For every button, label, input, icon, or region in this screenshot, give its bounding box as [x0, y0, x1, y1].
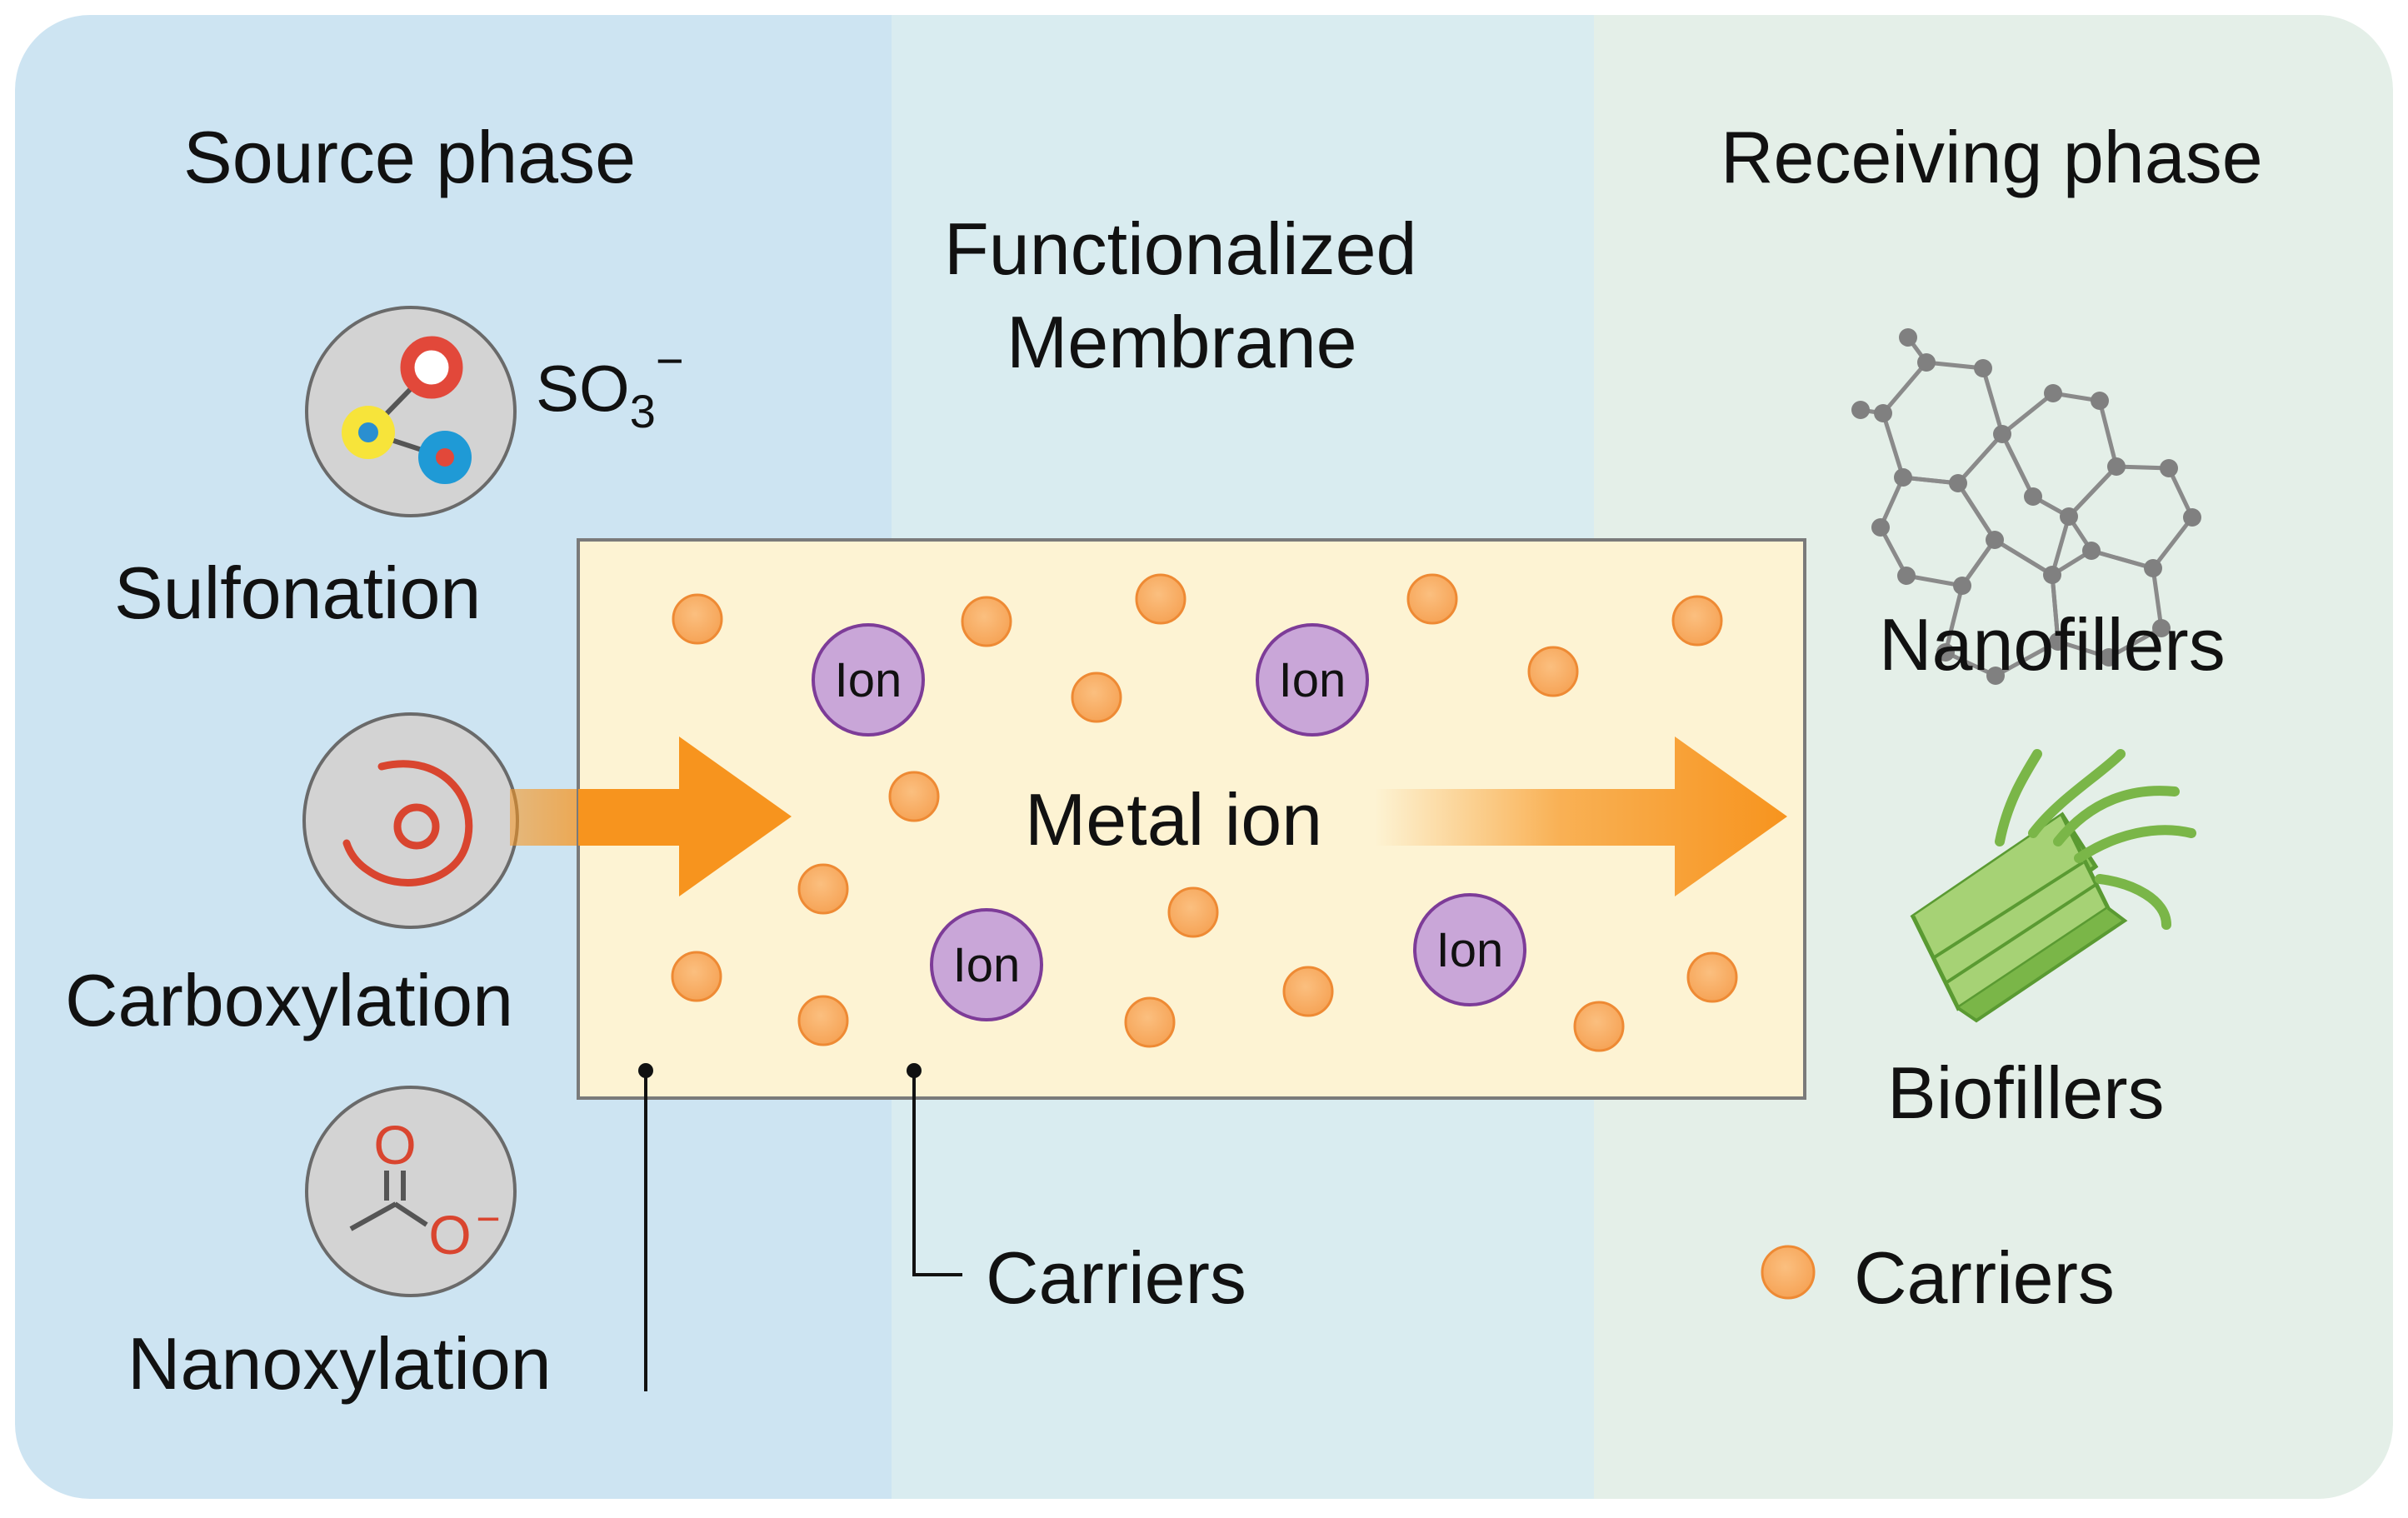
carriers-group: [671, 573, 1738, 1052]
biofillers-label: Biofillers: [1887, 1051, 2165, 1134]
carrier-dot: [671, 951, 722, 1002]
leader-lines: [638, 1063, 962, 1391]
carboxylate-o-minus-label: O: [428, 1204, 471, 1266]
sulfonation-label: Sulfonation: [114, 552, 482, 634]
ion-label: Ion: [1279, 653, 1346, 707]
carrier-dot: [961, 596, 1012, 647]
carrier-dot: [1671, 595, 1723, 647]
carboxylate-charge-label: −: [476, 1196, 500, 1242]
so3-formula-label: SO3−: [536, 334, 684, 437]
so3-formula-base: SO: [536, 352, 630, 425]
carrier-dot: [1124, 996, 1176, 1048]
ion-circle: [1413, 893, 1526, 1006]
carrier-dot: [797, 863, 849, 915]
ion-circle: [1256, 623, 1369, 737]
carrier-dot: [1406, 573, 1458, 625]
carboxylation-label: Carboxylation: [65, 959, 514, 1041]
so3-charge: −: [656, 334, 684, 388]
nanoxylation-icon: [305, 1086, 517, 1297]
legend-carriers-label: Carriers: [1854, 1236, 2115, 1319]
ion-label: Ion: [835, 653, 902, 707]
carrier-dot: [1282, 966, 1334, 1017]
nanofillers-label: Nanofillers: [1879, 603, 2226, 686]
metal-ion-label: Metal ion: [1025, 778, 1323, 861]
ion-label: Ion: [1436, 923, 1504, 977]
source-phase-title: Source phase: [183, 116, 637, 198]
carrier-dot: [797, 995, 849, 1046]
membrane-title-line2: Membrane: [1007, 301, 1357, 383]
right-flow-arrow: [1375, 737, 1787, 896]
carrier-dot: [1527, 646, 1579, 697]
carrier-dot: [1135, 573, 1187, 625]
carrier-dot: [1167, 886, 1219, 938]
carrier-dot: [1573, 1001, 1625, 1052]
biofillers-icon: [1910, 749, 2196, 1023]
carrier-dot: [1071, 672, 1122, 723]
carrier-dot: [672, 593, 723, 645]
ion-circle: [930, 908, 1043, 1021]
ion-label: Ion: [953, 938, 1021, 992]
left-flow-arrow-head: [578, 737, 792, 896]
carrier-dot: [1686, 951, 1738, 1003]
carboxylate-o-label: O: [373, 1114, 416, 1176]
so3-subscript: 3: [630, 385, 656, 437]
nanofiller-nodes: [1851, 328, 2201, 685]
ion-circle: [812, 623, 925, 737]
legend-carrier-dot: [1761, 1245, 1816, 1300]
sulfonation-icon: [305, 306, 517, 517]
receiving-phase-title: Receiving phase: [1721, 116, 2263, 198]
nanoxylation-label: Nanoxylation: [127, 1322, 552, 1405]
membrane-title-line1: Functionalized: [944, 207, 1417, 290]
ions-group: [812, 623, 1526, 1021]
membrane-carriers-label: Carriers: [986, 1236, 1246, 1319]
carboxylation-icon: [302, 712, 519, 929]
carrier-dot: [888, 771, 940, 822]
